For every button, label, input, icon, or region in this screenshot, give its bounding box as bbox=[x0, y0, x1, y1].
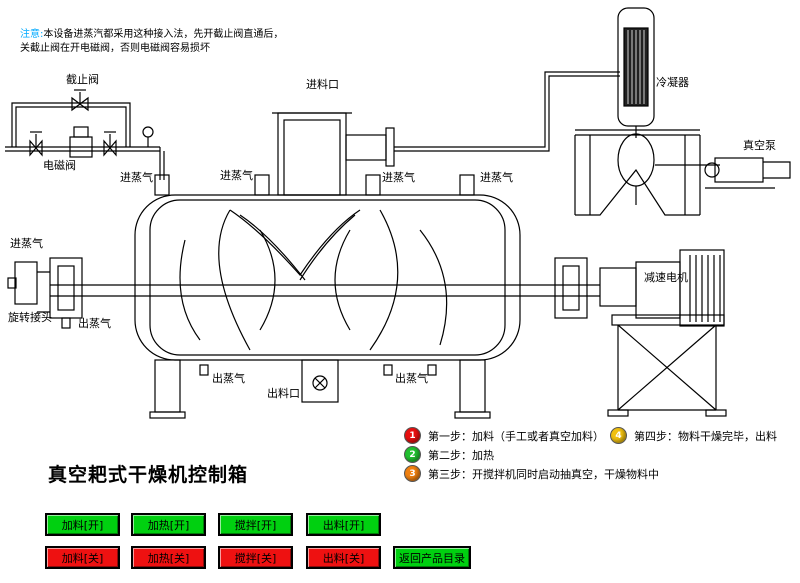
step-2-text: 第二步：加热 bbox=[428, 448, 494, 462]
back-to-catalog-button[interactable]: 返回产品目录 bbox=[393, 546, 471, 569]
step-2: 2 第二步：加热 bbox=[404, 446, 494, 463]
label-solenoid-valve: 电磁阀 bbox=[43, 159, 76, 172]
label-steam-out-2: 出蒸气 bbox=[395, 372, 428, 385]
label-condenser: 冷凝器 bbox=[656, 76, 689, 89]
label-feed-inlet: 进料口 bbox=[306, 78, 339, 91]
feed-off-button[interactable]: 加料[关] bbox=[45, 546, 120, 569]
stir-on-button[interactable]: 搅拌[开] bbox=[218, 513, 293, 536]
step-3: 3 第三步：开搅拌机同时启动抽真空，干燥物料中 bbox=[404, 465, 659, 482]
label-steam-in-side: 进蒸气 bbox=[10, 237, 43, 250]
label-vacuum-pump: 真空泵 bbox=[743, 139, 776, 152]
label-steam-in-4: 进蒸气 bbox=[480, 171, 513, 184]
control-box-title: 真空耙式干燥机控制箱 bbox=[48, 464, 249, 486]
step-1-text: 第一步：加料（手工或者真空加料） bbox=[428, 429, 604, 443]
note-highlight: 注意: bbox=[20, 29, 44, 40]
discharge-off-button[interactable]: 出料[关] bbox=[306, 546, 381, 569]
label-discharge: 出料口 bbox=[267, 387, 300, 400]
label-steam-out-side: 出蒸气 bbox=[78, 317, 111, 330]
step-4: 4 第四步：物料干燥完毕，出料 bbox=[610, 427, 777, 444]
label-steam-in-2: 进蒸气 bbox=[220, 169, 253, 182]
label-reducer-motor: 减速电机 bbox=[644, 271, 688, 284]
discharge-on-button[interactable]: 出料[开] bbox=[306, 513, 381, 536]
label-steam-in-1: 进蒸气 bbox=[120, 171, 153, 184]
step-4-text: 第四步：物料干燥完毕，出料 bbox=[634, 429, 777, 443]
step-3-badge: 3 bbox=[404, 465, 421, 482]
heat-off-button[interactable]: 加热[关] bbox=[131, 546, 206, 569]
label-steam-out-1: 出蒸气 bbox=[212, 372, 245, 385]
label-steam-in-3: 进蒸气 bbox=[382, 171, 415, 184]
note: 注意:本设备进蒸汽都采用这种接入法，先开截止阀直通后，关截止阀在开电磁阀，否则电… bbox=[20, 28, 290, 56]
note-text: 本设备进蒸汽都采用这种接入法，先开截止阀直通后，关截止阀在开电磁阀，否则电磁阀容… bbox=[20, 29, 284, 54]
heat-on-button[interactable]: 加热[开] bbox=[131, 513, 206, 536]
step-1: 1 第一步：加料（手工或者真空加料） bbox=[404, 427, 604, 444]
stir-off-button[interactable]: 搅拌[关] bbox=[218, 546, 293, 569]
step-3-text: 第三步：开搅拌机同时启动抽真空，干燥物料中 bbox=[428, 467, 659, 481]
label-shutoff-valve: 截止阀 bbox=[66, 73, 99, 86]
label-rotary-joint: 旋转接头 bbox=[8, 311, 52, 324]
step-1-badge: 1 bbox=[404, 427, 421, 444]
step-2-badge: 2 bbox=[404, 446, 421, 463]
step-4-badge: 4 bbox=[610, 427, 627, 444]
feed-on-button[interactable]: 加料[开] bbox=[45, 513, 120, 536]
